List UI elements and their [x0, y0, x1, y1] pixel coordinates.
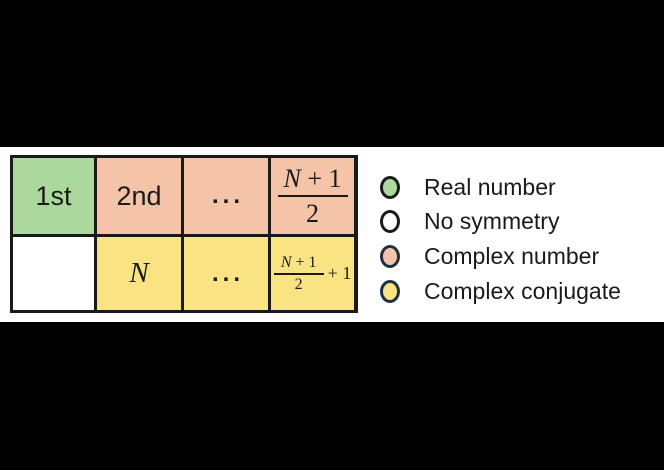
legend-circle-no-symmetry-icon — [380, 210, 400, 234]
legend-item-complex-number: Complex number — [380, 239, 621, 274]
legend-item-no-symmetry: No symmetry — [380, 205, 621, 240]
fraction-n-plus-1-over-2: N + 1 2 — [277, 163, 348, 228]
legend-item-complex-conjugate: Complex conjugate — [380, 274, 621, 309]
table-cell-ellipsis-row2: ... — [184, 237, 268, 310]
table-cell-N: N — [97, 237, 181, 310]
table-cell-fraction-plus-1: N + 1 2 + 1 — [271, 237, 354, 310]
table-cell-fraction-n-plus-1-over-2: N + 1 2 — [271, 158, 354, 234]
legend-circle-complex-conjugate-icon — [380, 279, 400, 303]
table-cell-ellipsis-row1: ... — [184, 158, 268, 234]
dft-symmetry-table: 1st 2nd ... N + 1 2 N ... N + 1 2 + 1 — [10, 155, 358, 313]
fraction-denominator: 2 — [294, 275, 303, 293]
fraction-n-plus-1-over-2-small: N + 1 2 — [273, 253, 324, 293]
legend-label: No symmetry — [424, 208, 560, 235]
legend-label: Real number — [424, 173, 556, 200]
table-cell-empty — [13, 237, 94, 310]
fraction-bar — [277, 195, 348, 197]
legend-label: Complex number — [424, 242, 600, 269]
fraction-bar — [273, 272, 324, 275]
legend-circle-complex-number-icon — [380, 244, 400, 268]
fraction-suffix: + 1 — [327, 263, 352, 283]
fraction-plus-1-group: N + 1 2 + 1 — [273, 253, 352, 293]
legend-item-real-number: Real number — [380, 170, 621, 205]
legend-label: Complex conjugate — [424, 277, 621, 304]
fraction-denominator: 2 — [306, 199, 319, 228]
fraction-numerator: N + 1 — [280, 253, 317, 271]
legend: Real number No symmetry Complex number C… — [380, 170, 621, 308]
legend-circle-real-number-icon — [380, 175, 400, 199]
fraction-numerator: N + 1 — [283, 163, 342, 193]
table-cell-1st: 1st — [13, 158, 94, 234]
table-cell-2nd: 2nd — [97, 158, 181, 234]
